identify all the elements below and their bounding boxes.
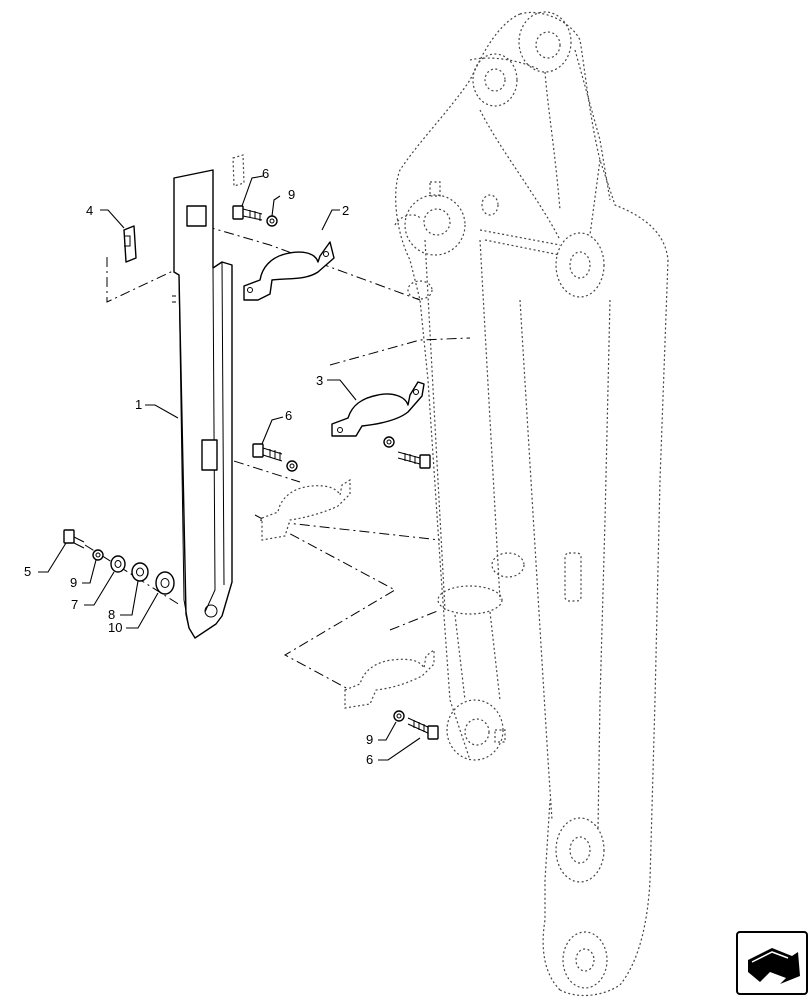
bracket-part-2 bbox=[243, 241, 335, 301]
bolt-part-3 bbox=[383, 436, 431, 469]
callout-1: 1 bbox=[135, 397, 142, 412]
callout-8: 8 bbox=[108, 607, 115, 622]
callout-3: 3 bbox=[316, 373, 323, 388]
excavator-arm-outline bbox=[394, 11, 669, 997]
callout-leaders bbox=[38, 175, 421, 761]
clamp-lower-ghost bbox=[261, 478, 435, 709]
callout-10: 10 bbox=[108, 620, 122, 635]
callout-9-top: 9 bbox=[288, 187, 295, 202]
nav-arrow-button[interactable] bbox=[736, 931, 808, 995]
bolt-6-middle bbox=[252, 443, 298, 472]
guard-strip bbox=[172, 169, 233, 639]
callout-6-middle: 6 bbox=[285, 408, 292, 423]
bolt-6-lower bbox=[393, 710, 439, 740]
callout-9-left: 9 bbox=[70, 575, 77, 590]
callout-4: 4 bbox=[86, 203, 93, 218]
spacer-block-top bbox=[232, 154, 245, 187]
arrow-icon bbox=[748, 948, 800, 984]
bolt-6-top bbox=[232, 205, 278, 227]
fastener-stack bbox=[63, 529, 175, 595]
callout-7: 7 bbox=[71, 597, 78, 612]
assembly-lines bbox=[84, 225, 471, 691]
callout-9-lower: 9 bbox=[366, 732, 373, 747]
clip-part-4 bbox=[123, 225, 137, 263]
callout-labels: 1 2 3 4 5 6 6 6 7 8 9 9 9 10 bbox=[24, 166, 373, 767]
bracket-part-3 bbox=[331, 381, 425, 437]
callout-5: 5 bbox=[24, 564, 31, 579]
callout-6-top: 6 bbox=[262, 166, 269, 181]
callout-6-lower: 6 bbox=[366, 752, 373, 767]
callout-2: 2 bbox=[342, 203, 349, 218]
